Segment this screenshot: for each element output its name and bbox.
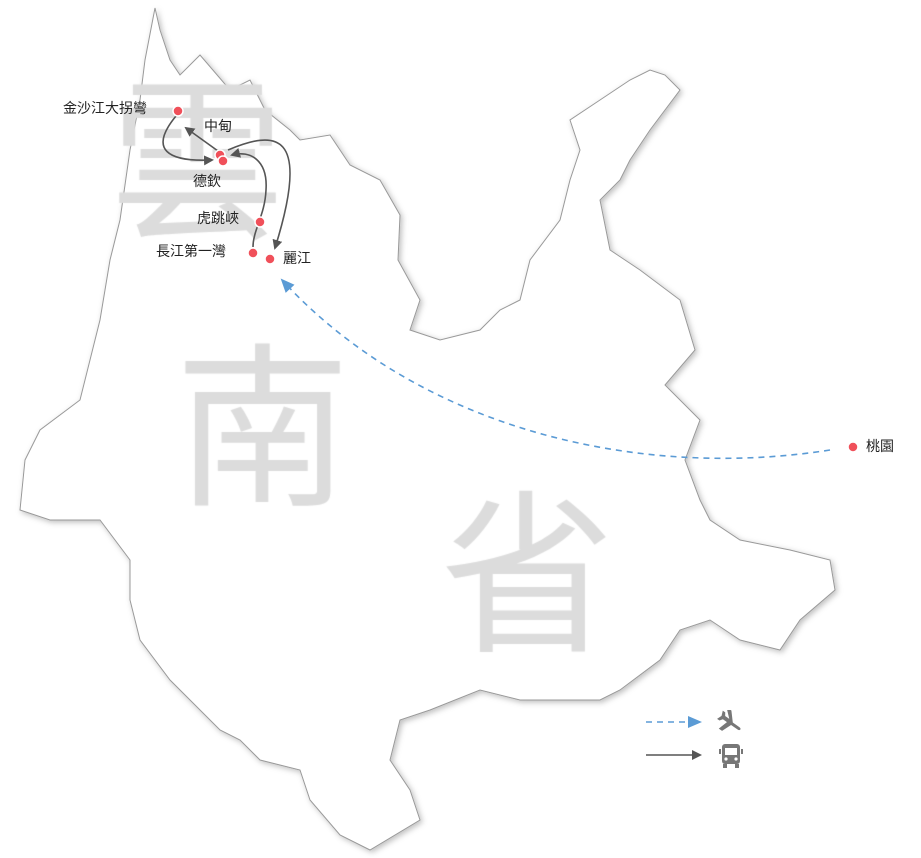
label-zhongdian: 中甸: [204, 119, 232, 135]
bus-route-deqin-lijiang: [227, 139, 291, 250]
bus-route-jinsha-deqin: [162, 115, 214, 166]
dot-deqin[interactable]: [217, 155, 229, 167]
label-changjiang: 長江第一灣: [156, 244, 226, 260]
dot-taoyuan[interactable]: [847, 441, 859, 453]
label-jinsha: 金沙江大拐彎: [63, 101, 147, 117]
dot-jinsha[interactable]: [172, 105, 184, 117]
dot-lijiang[interactable]: [264, 253, 276, 265]
flight-route-taoyuan-lijiang: [280, 278, 831, 460]
dot-changjiang[interactable]: [247, 247, 259, 259]
dot-hutiao[interactable]: [254, 216, 266, 228]
bus-route-changjiang-deqin: [230, 148, 267, 248]
label-lijiang: 麗江: [283, 251, 311, 267]
bus-icon: [719, 744, 743, 768]
label-hutiao: 虎跳峽: [197, 211, 239, 227]
label-deqin: 德欽: [193, 174, 221, 190]
bus-route-deqin-zhongdian: [184, 126, 219, 152]
label-taoyuan: 桃園: [866, 439, 894, 455]
airplane-icon: [717, 710, 741, 731]
